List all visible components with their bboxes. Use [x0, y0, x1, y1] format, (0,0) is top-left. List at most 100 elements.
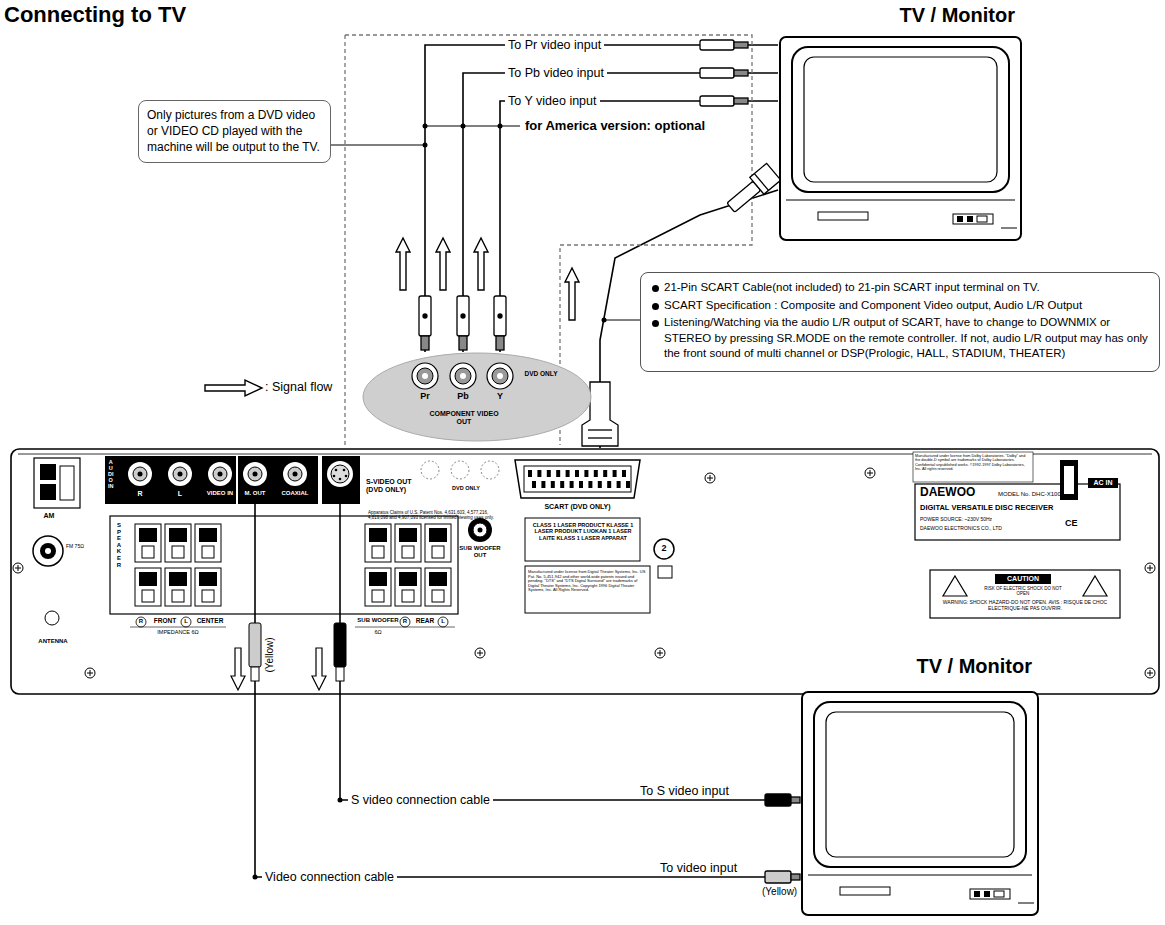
color-label: (Yellow)	[264, 630, 278, 680]
drawing-part	[953, 214, 993, 224]
drawing-part	[312, 648, 326, 690]
drawing-part	[606, 320, 640, 321]
drawing-part	[432, 590, 444, 602]
drawing-part	[617, 481, 621, 488]
drawing-part	[607, 481, 611, 488]
drawing-part	[288, 467, 302, 481]
panel-label: SPEAKER	[116, 522, 122, 568]
jack-note: DVD ONLY	[517, 370, 565, 377]
drawing-part	[402, 590, 414, 602]
drawing-part	[333, 475, 336, 478]
drawing-part	[249, 623, 261, 667]
drawing-part	[165, 568, 191, 606]
drawing-part	[750, 163, 781, 194]
drawing-part	[425, 126, 520, 127]
drawing-part	[128, 462, 152, 486]
panel-label: DAEWOO ELECTRONICS CO., LTD	[920, 526, 1050, 532]
drawing-part	[602, 318, 607, 323]
tv-heading: TV / Monitor	[899, 4, 1015, 27]
drawing-part	[1083, 576, 1107, 596]
drawing-part	[85, 668, 95, 678]
drawing-part	[169, 572, 187, 586]
drawing-part	[588, 429, 612, 430]
drawing-part	[218, 472, 223, 477]
panel-label: MODEL No. DHC-X100	[998, 491, 1116, 498]
tv-drawing	[800, 690, 1040, 917]
drawing-part	[423, 143, 428, 148]
drawing-part	[438, 617, 448, 627]
drawing-part	[450, 363, 476, 389]
drawing-part	[34, 458, 80, 508]
jack-label: Pr	[415, 391, 435, 401]
drawing-part	[528, 470, 532, 477]
drawing-part	[700, 40, 734, 50]
drawing-part	[1147, 670, 1153, 676]
cable-connector	[255, 695, 800, 877]
drawing-part	[402, 546, 414, 558]
drawing-part	[654, 539, 674, 559]
drawing-part	[133, 467, 147, 481]
drawing-part	[780, 37, 1021, 240]
drawing-part	[369, 572, 387, 586]
drawing-part	[658, 566, 672, 578]
drawing-part	[566, 470, 570, 477]
bullet-row: 21-Pin SCART Cable(not included) to 21-p…	[651, 280, 1149, 296]
panel-label: IMPEDANCE 6Ω	[130, 629, 226, 635]
drawing-part	[231, 648, 245, 690]
drawing-part	[792, 47, 1009, 192]
color-label: (Yellow)	[762, 886, 797, 897]
drawing-part	[369, 528, 387, 542]
drawing-part	[705, 473, 715, 483]
drawing-part	[570, 481, 574, 488]
drawing-part	[336, 667, 344, 681]
drawing-part	[915, 484, 1120, 540]
drawing-part	[913, 452, 1033, 482]
drawing-part	[238, 456, 318, 504]
drawing-part	[808, 875, 1032, 876]
drawing-part	[579, 481, 583, 488]
drawing-part	[1060, 460, 1078, 500]
drawing-part	[598, 481, 602, 488]
scart-note-box: 21-Pin SCART Cable(not included) to 21-p…	[640, 272, 1160, 372]
drawing-part	[957, 216, 963, 222]
drawing-part	[178, 472, 183, 477]
drawing-part	[335, 469, 338, 472]
drawing-part	[13, 563, 23, 573]
drawing-part	[494, 296, 506, 336]
panel-label: REAR	[412, 617, 438, 624]
drawing-part	[560, 481, 564, 488]
drawing-part	[734, 42, 748, 48]
panel-label: Apparatus Claims of U.S. Patent Nos. 4,6…	[368, 510, 508, 520]
drawing-part	[492, 368, 508, 384]
drawing-part	[814, 702, 1026, 867]
drawing-part	[248, 467, 262, 481]
cable-label: S video connection cable	[348, 792, 493, 808]
drawing-part	[11, 449, 1159, 694]
drawing-part	[584, 470, 588, 477]
drawing-part	[419, 296, 431, 336]
cable-label: Video connection cable	[262, 869, 397, 885]
drawing-part	[497, 373, 503, 379]
drawing-part	[826, 712, 1014, 857]
drawing-part	[202, 546, 214, 558]
drawing-part	[422, 373, 428, 379]
tv-monitor: TV / Monitor	[800, 655, 1040, 917]
drawing-part	[765, 871, 791, 883]
panel-label: DVD ONLY	[438, 485, 494, 491]
drawing-part	[525, 566, 650, 613]
drawing-part	[199, 528, 217, 542]
panel-label: DAEWOO	[920, 486, 992, 500]
drawing-part	[365, 524, 391, 562]
note-text: SCART Specification : Composite and Comp…	[664, 298, 1149, 314]
drawing-part	[253, 875, 258, 880]
cable-label: To Pr video input	[505, 37, 604, 53]
drawing-part	[657, 650, 663, 656]
panel-label: RISK OF ELECTRIC SHOCK DO NOT OPEN	[978, 586, 1068, 596]
drawing-part	[139, 572, 157, 586]
drawing-part	[700, 96, 734, 106]
drawing-part	[930, 570, 1120, 618]
jack-label: Pb	[453, 391, 473, 401]
drawing-part	[172, 590, 184, 602]
drawing-part	[524, 466, 631, 492]
panel-label: CLASS 1 LASER PRODUCT KLASSE 1 LASER PRO…	[528, 522, 638, 541]
